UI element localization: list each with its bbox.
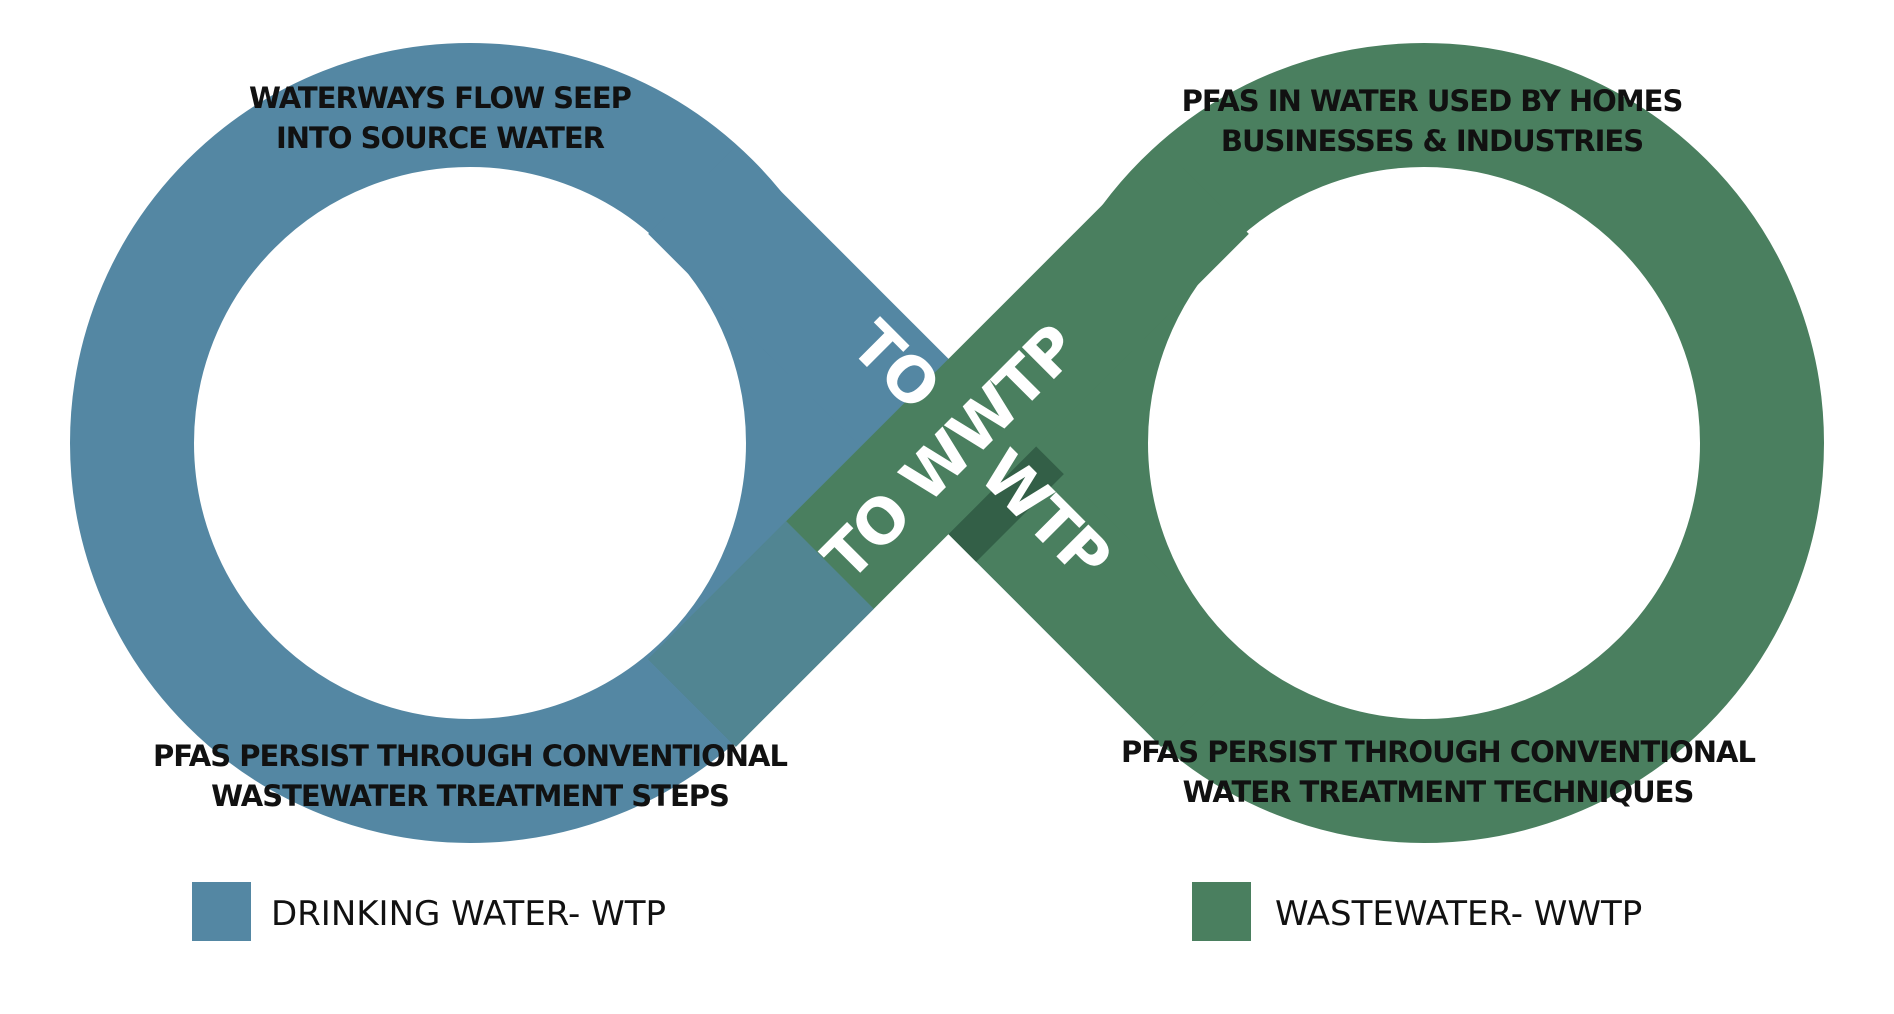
drinking-water-left-ring	[70, 43, 870, 843]
label-bottom-left-line-2: WASTEWATER TREATMENT STEPS	[211, 779, 729, 813]
legend-label-wastewater: WASTEWATER- WWTP	[1275, 894, 1642, 934]
label-bottom-right-line-2: WATER TREATMENT TECHNIQUES	[1183, 775, 1694, 809]
wastewater-right-ring	[1024, 43, 1824, 843]
label-top-right-line-1: PFAS IN WATER USED BY HOMES	[1182, 84, 1683, 118]
wastewater-loop	[648, 43, 1824, 843]
legend-swatch-wastewater	[1192, 882, 1251, 941]
label-bottom-left-line-1: PFAS PERSIST THROUGH CONVENTIONAL	[153, 739, 787, 773]
label-top-left-line-2: INTO SOURCE WATER	[276, 121, 605, 155]
label-top-right-line-2: BUSINESSES & INDUSTRIES	[1221, 124, 1643, 158]
label-top-left-line-1: WATERWAYS FLOW SEEP	[249, 81, 632, 115]
wastewater-diagonal-blend	[648, 521, 874, 747]
legend-swatch-drinking-water	[192, 882, 251, 941]
legend-label-drinking-water: DRINKING WATER- WTP	[271, 894, 666, 934]
label-bottom-right-line-1: PFAS PERSIST THROUGH CONVENTIONAL	[1121, 735, 1755, 769]
legend: DRINKING WATER- WTP WASTEWATER- WWTP	[192, 882, 1642, 941]
